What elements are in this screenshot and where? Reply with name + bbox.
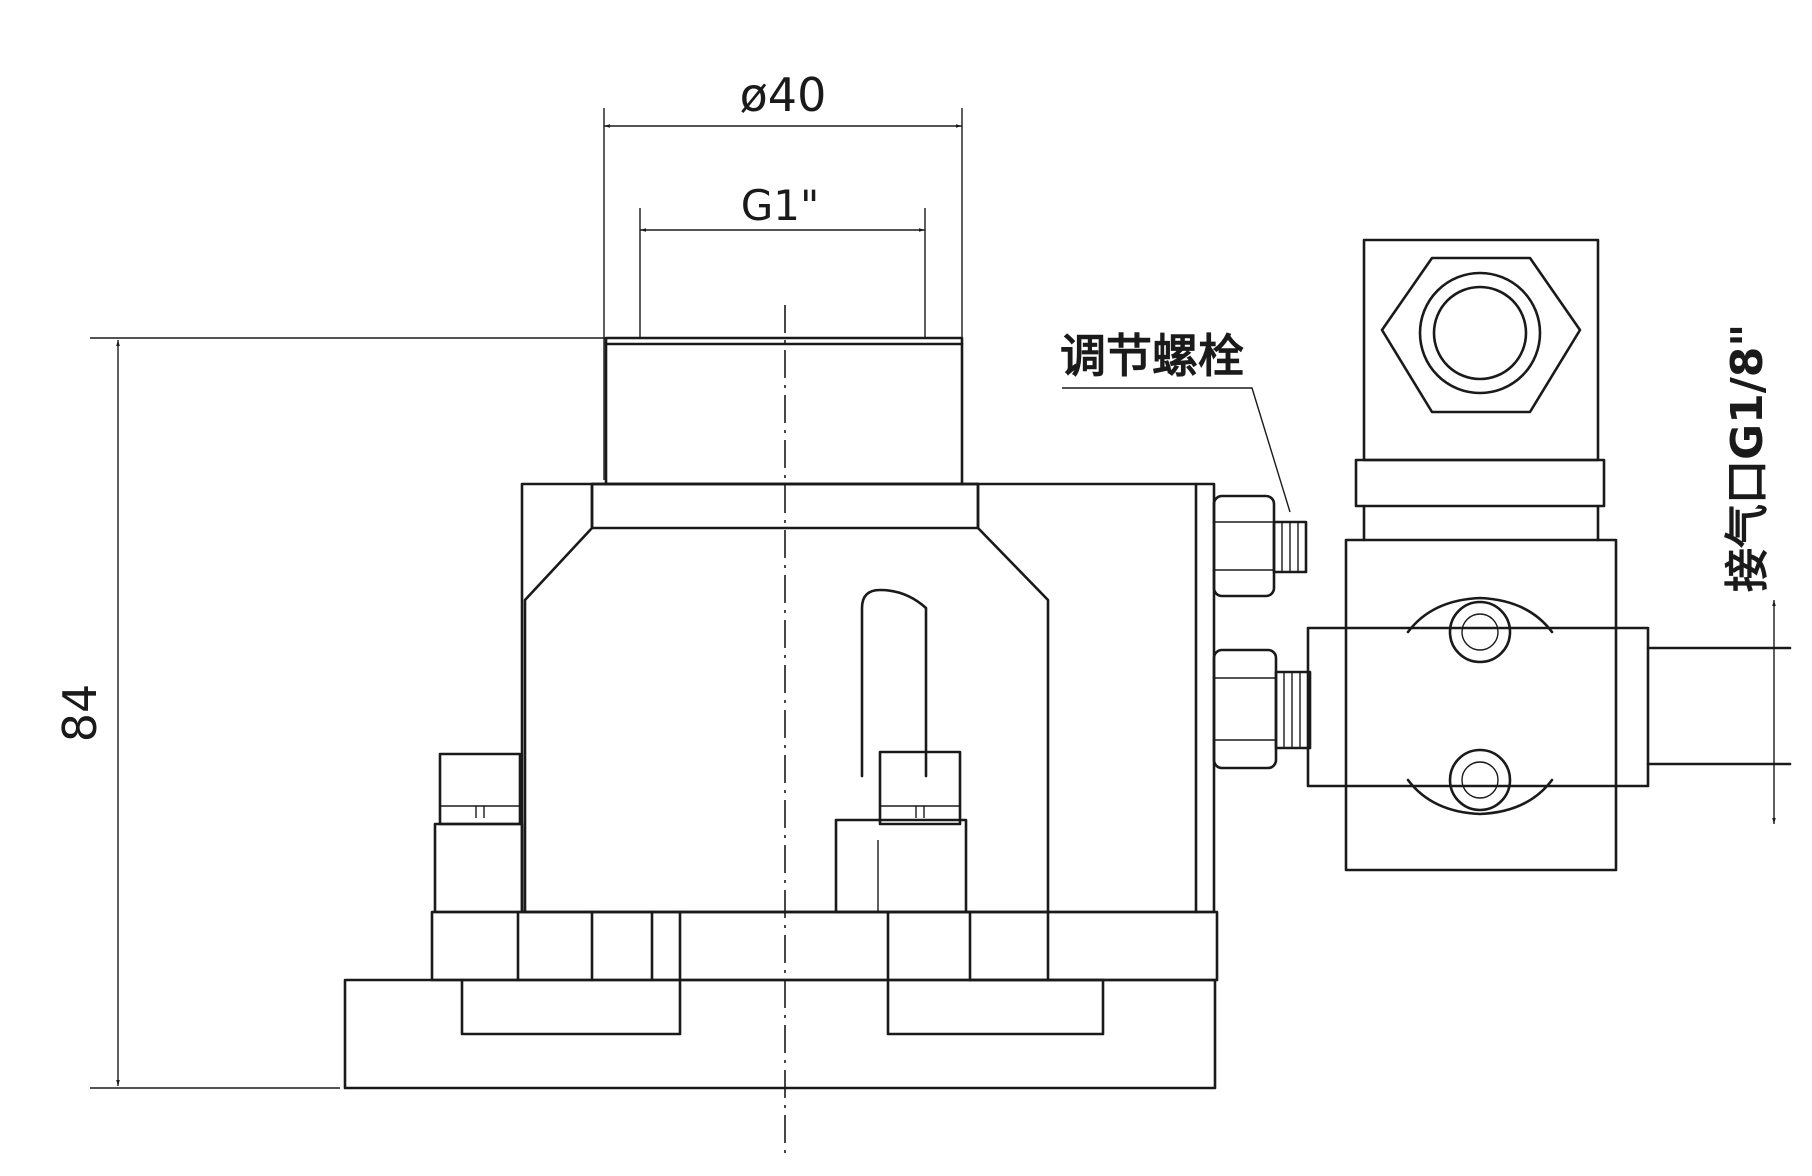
air-port-label: 接气口G1/8" <box>1722 324 1773 592</box>
diameter-label: ø40 <box>740 68 827 122</box>
thread-label: G1" <box>741 181 820 230</box>
dimension-thread <box>639 208 926 338</box>
center-slot <box>860 588 928 778</box>
cylinder-body <box>520 482 1216 914</box>
adjust-bolt-upper <box>1212 494 1308 598</box>
valve-manifold <box>1306 626 1650 788</box>
dimension-diameter <box>603 108 963 480</box>
height-label: 84 <box>53 684 107 743</box>
adjust-bolt-leader <box>1062 387 1291 513</box>
mounting-block <box>430 910 1219 982</box>
main-body <box>343 336 1219 1090</box>
hex-nut <box>1380 256 1582 414</box>
tapered-housing <box>523 482 1050 914</box>
air-valve <box>1306 238 1792 872</box>
adjust-bolt-lower <box>1212 648 1312 770</box>
valve-body <box>1344 538 1618 872</box>
upper-boss <box>604 336 964 486</box>
adjust-bolt-label: 调节螺栓 <box>1060 329 1244 383</box>
